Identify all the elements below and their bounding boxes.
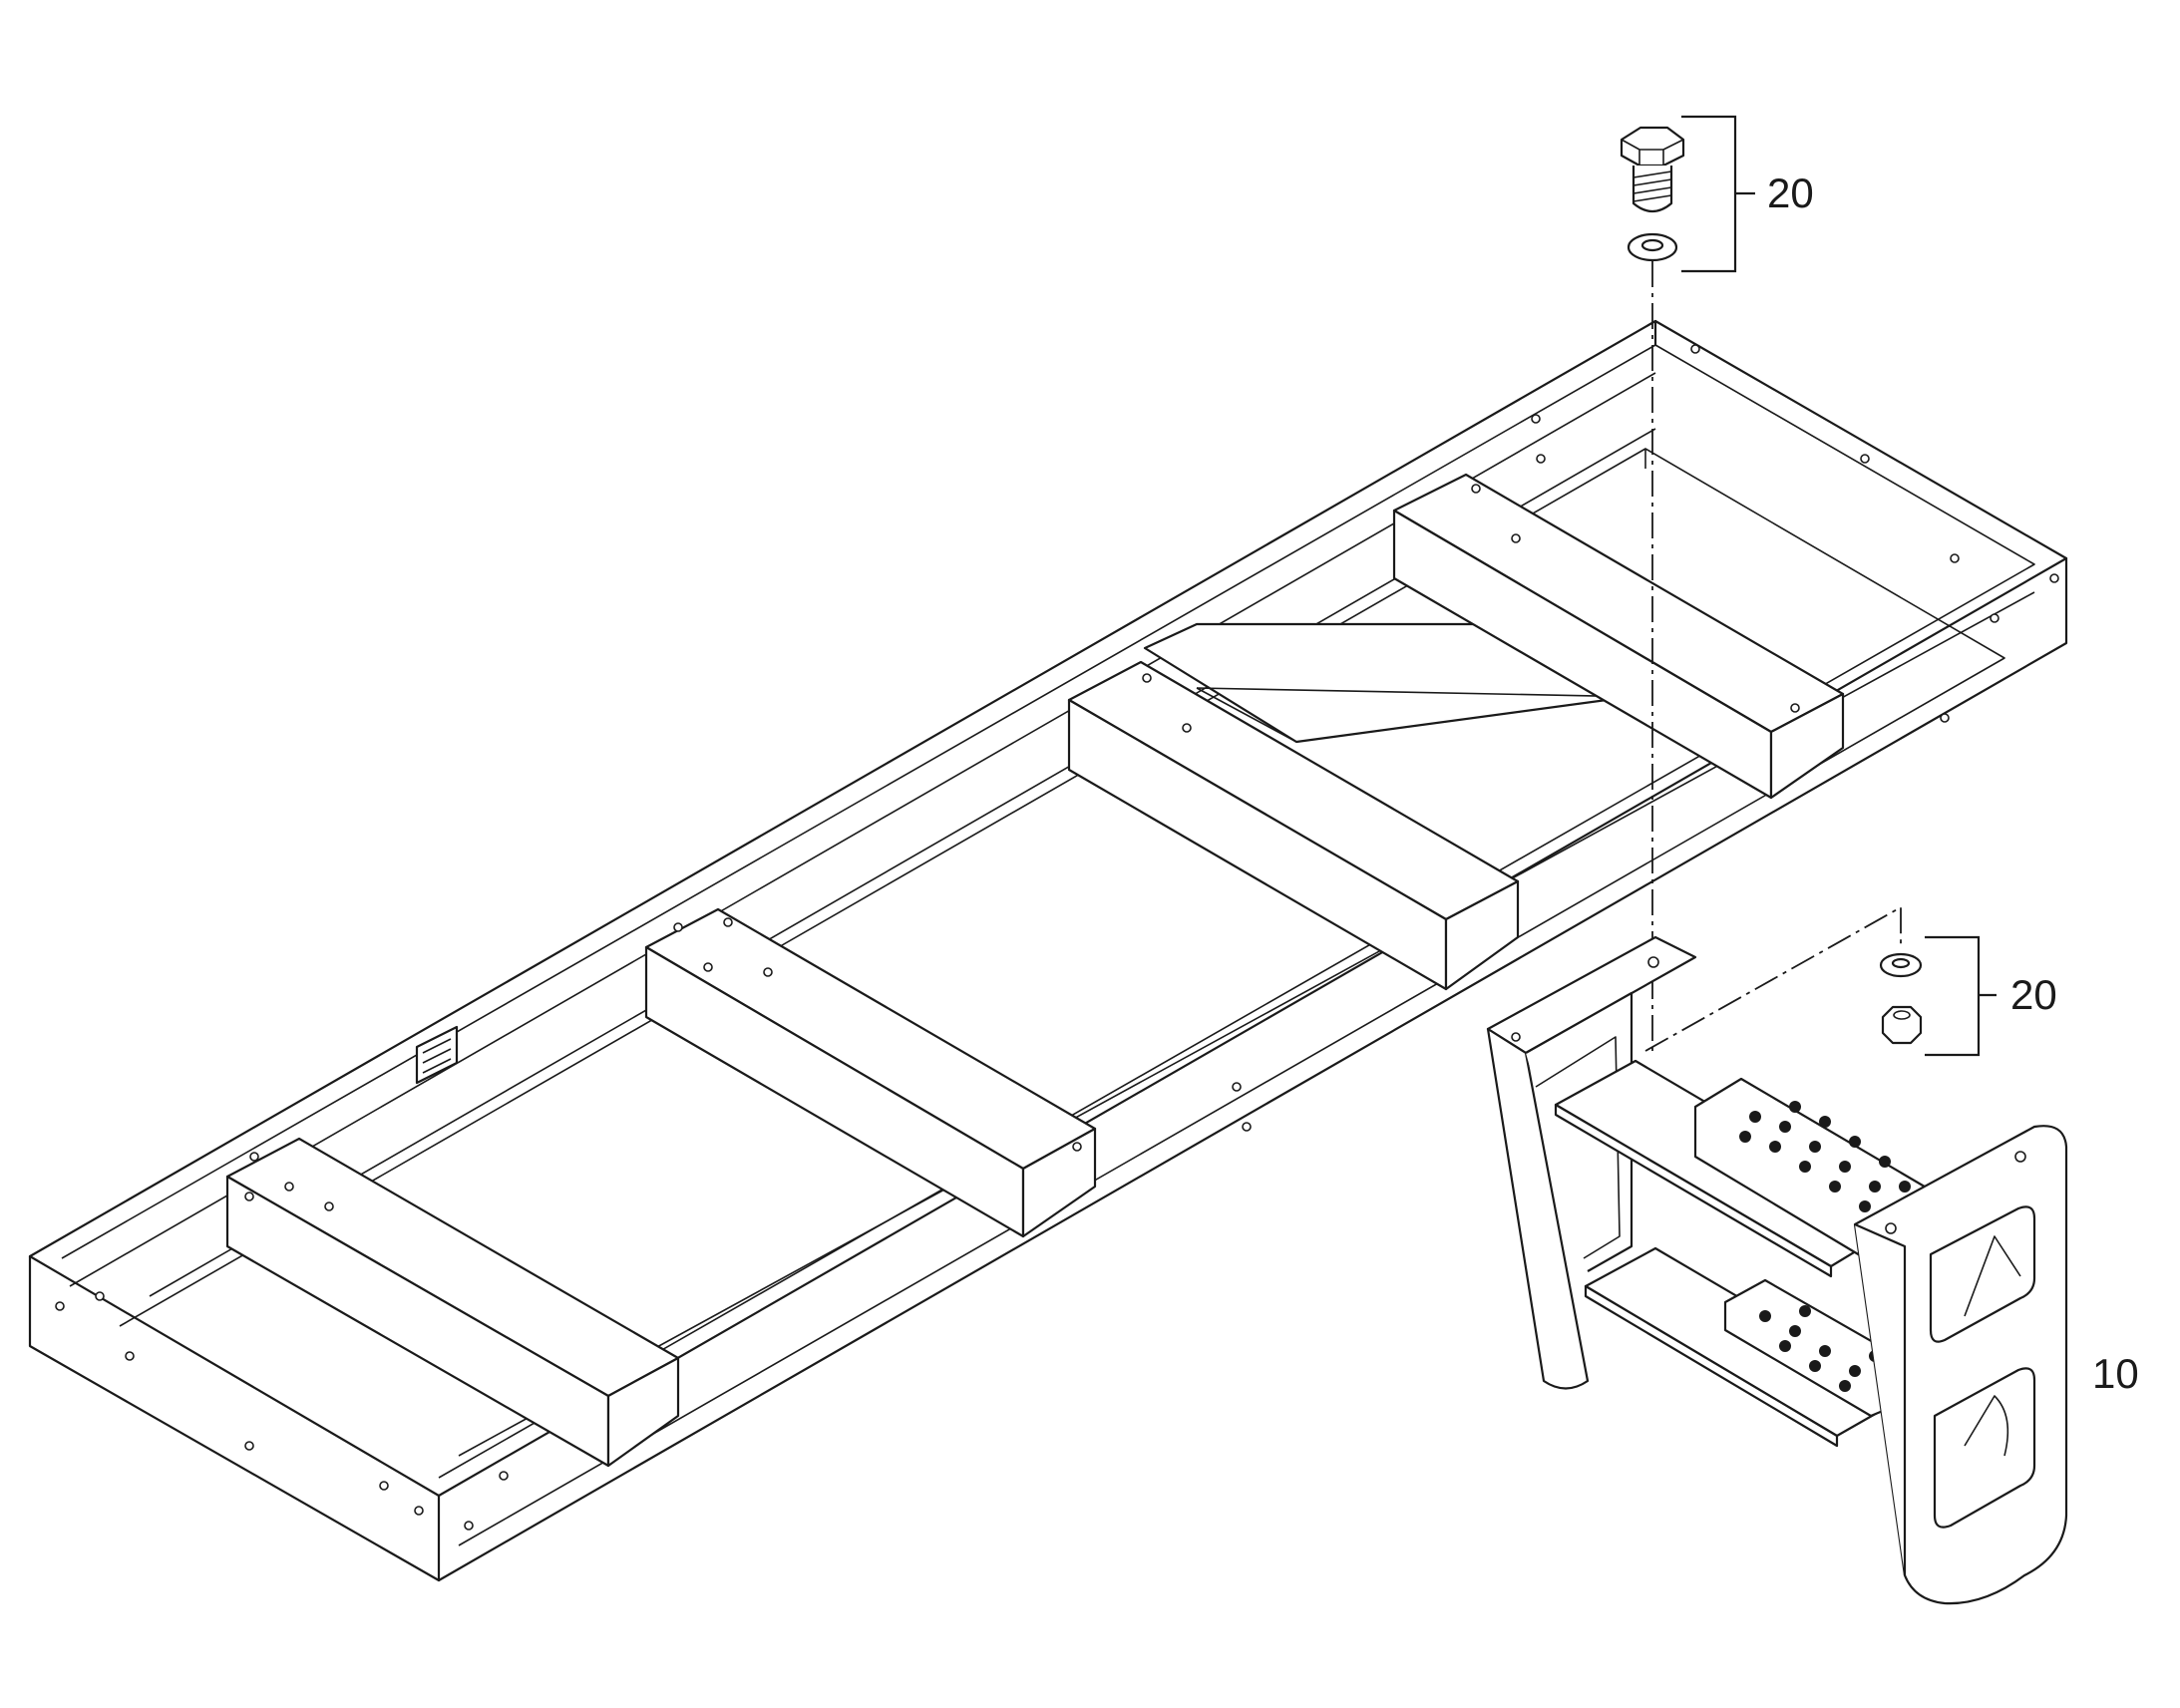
frame-holes [55, 344, 2059, 1531]
id-plate [415, 1025, 459, 1085]
hex-bolt [1620, 126, 1685, 213]
bracket-upper [1681, 115, 1755, 273]
hex-nut [1881, 1005, 1923, 1045]
washer [1879, 952, 1923, 978]
centerline-diagonal [1644, 905, 1902, 1052]
cross-member-front [225, 1137, 680, 1468]
frame [28, 319, 2068, 1582]
callout-step: 10 [2092, 1350, 2139, 1397]
callout-upper: 20 [1767, 170, 1814, 216]
cross-member-mid-2 [1067, 660, 1520, 991]
step-assembly [1486, 935, 2068, 1605]
cross-member-rear [1392, 473, 1845, 800]
bracket-lower [1925, 935, 1997, 1057]
washer [1627, 232, 1678, 262]
callout-lower: 20 [2010, 971, 2057, 1018]
cross-member-mid-1 [644, 907, 1097, 1238]
